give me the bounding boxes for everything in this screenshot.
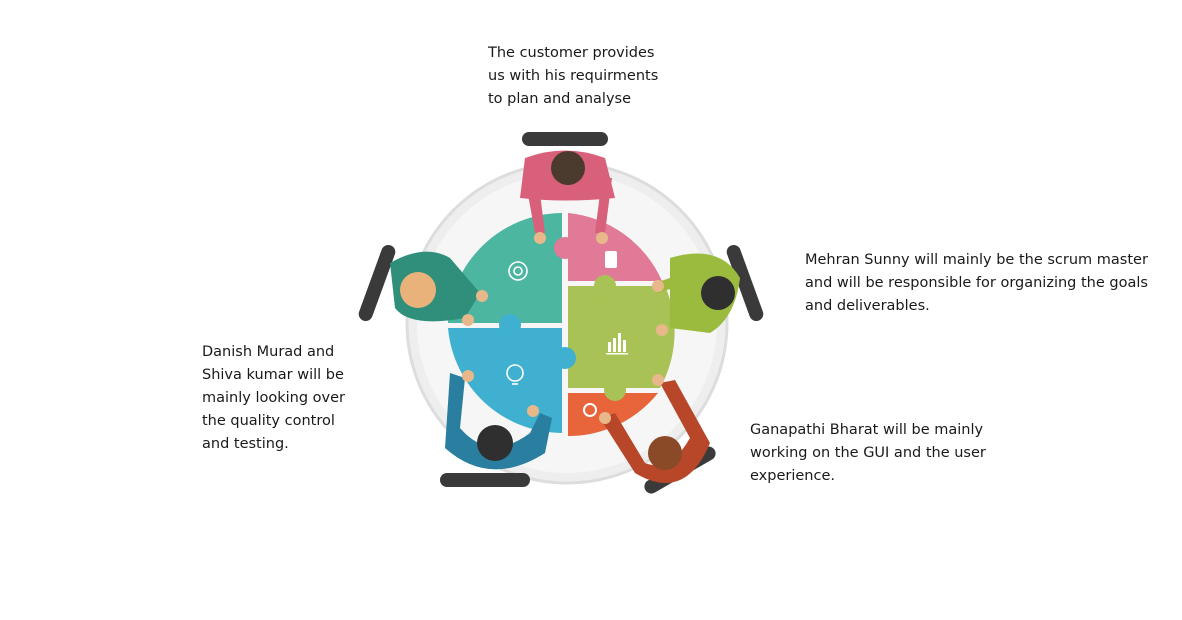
bar-chart-icon: [606, 333, 628, 355]
person-scrum-master: [652, 244, 764, 336]
target-icon: [508, 261, 528, 281]
phone-icon: [605, 251, 617, 268]
chair: [522, 132, 608, 146]
chair: [358, 244, 396, 322]
person-quality-left: [358, 244, 488, 326]
puzzle-piece-pink: [568, 213, 662, 281]
gui-caption: Ganapathi Bharat will be mainly working …: [750, 422, 986, 484]
scrum-master-caption: Mehran Sunny will mainly be the scrum ma…: [805, 252, 1148, 314]
quality-control-caption: Danish Murad and Shiva kumar will be mai…: [202, 344, 345, 452]
person-gui: [599, 374, 716, 494]
customer-caption: The customer provides us with his requir…: [488, 45, 659, 107]
chair: [726, 244, 764, 322]
lightbulb-icon: [506, 364, 524, 385]
puzzle-piece-green: [568, 286, 675, 388]
round-table-diagram: [358, 132, 764, 494]
chair: [440, 473, 530, 487]
person-customer: [520, 132, 615, 244]
gear-icon: [583, 403, 597, 417]
person-quality-bottom: [440, 370, 552, 487]
